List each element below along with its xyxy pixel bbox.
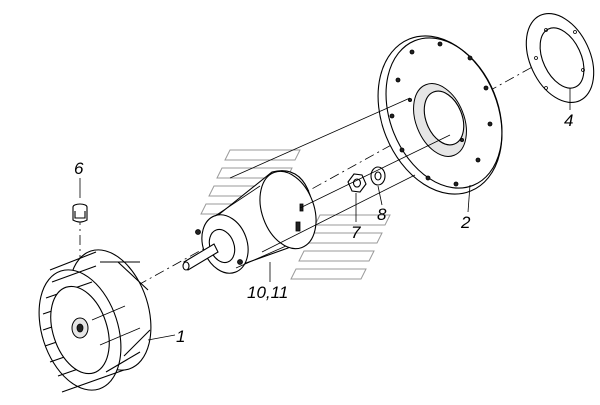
- part-1-impeller: [38, 249, 152, 393]
- leader-8: [377, 185, 383, 206]
- leader-2: [467, 184, 471, 213]
- callout-2: 2: [460, 213, 471, 232]
- part-10-11-motor: [182, 170, 317, 274]
- flange-bolt-holes: [389, 41, 493, 187]
- callout-8: 8: [377, 205, 387, 224]
- callout-1: 1: [176, 327, 185, 346]
- part-6-cap: [72, 203, 88, 223]
- part-4-gasket: [525, 13, 595, 103]
- assembly-guide-lines: [229, 97, 451, 253]
- callout-4: 4: [564, 111, 573, 130]
- callout-6: 6: [74, 159, 84, 178]
- callout-7: 7: [351, 223, 361, 242]
- callout-10-11: 10,11: [247, 283, 288, 302]
- leader-1: [147, 334, 176, 341]
